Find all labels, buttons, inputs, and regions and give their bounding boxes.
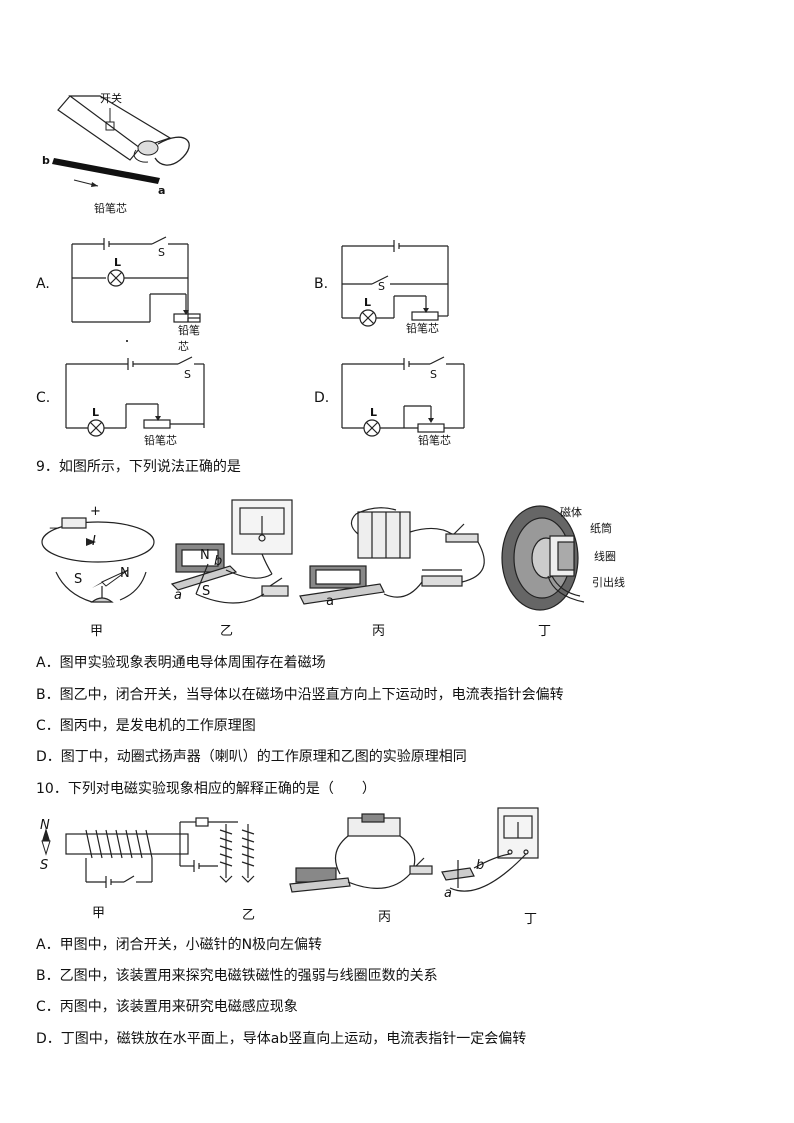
compass-needle-icon xyxy=(41,828,51,856)
circuit-diagram xyxy=(341,240,449,327)
q10-jia-n: N xyxy=(40,818,50,833)
q10-option-b: B．乙图中，该装置用来探究电磁铁磁性的强弱与线圈匝数的关系 xyxy=(36,968,438,984)
question-9-stem: 9．如图所示，下列说法正确的是 xyxy=(36,459,241,475)
option-b-circuit: B. S L 铅笔芯 xyxy=(314,238,484,338)
q9-fig-bing xyxy=(299,507,485,605)
yi-n-pole: N xyxy=(200,548,210,563)
option-c-circuit: C. S L 铅笔芯 xyxy=(36,352,216,452)
q10-ding-a: a xyxy=(444,886,452,901)
q9-option-b: B．图乙中，闭合开关，当导体以在磁场中沿竖直方向上下运动时，电流表指针会偏转 xyxy=(36,687,564,703)
q10-option-c: C．丙图中，该装置用来研究电磁感应现象 xyxy=(36,999,298,1015)
q9-fig-ding xyxy=(501,505,585,611)
q10-jia-s: S xyxy=(40,858,49,873)
stray-mark xyxy=(126,340,128,342)
caption-jia: 甲 xyxy=(90,624,104,639)
jia-s-pole: S xyxy=(74,572,83,587)
ding-magnet-label: 磁体 xyxy=(560,506,582,519)
pencil-core-figure: 开关 b a 铅笔芯 xyxy=(40,88,220,218)
core-label: 铅笔芯 xyxy=(144,434,177,447)
question-10-stem: 10．下列对电磁实验现象相应的解释正确的是（ ） xyxy=(36,781,376,797)
switch-label: S xyxy=(430,368,437,381)
q9-option-d: D．图丁中，动圈式扬声器（喇叭）的工作原理和乙图的实验原理相同 xyxy=(36,749,467,765)
lamp-label: L xyxy=(114,256,122,269)
q10-fig-ding xyxy=(441,807,539,892)
switch-label: S xyxy=(158,246,165,259)
q9-fig-jia xyxy=(41,517,155,603)
end-a-label: a xyxy=(158,184,166,197)
option-letter: D. xyxy=(314,390,330,406)
q10-ding-b: b xyxy=(476,858,485,873)
end-b-label: b xyxy=(42,154,50,167)
q10-caption-ding: 丁 xyxy=(524,912,538,927)
switch-label: 开关 xyxy=(100,92,122,105)
q10-option-d: D．丁图中，磁铁放在水平面上，导体ab竖直向上运动，电流表指针一定会偏转 xyxy=(36,1031,527,1047)
q9-option-a: A．图甲实验现象表明通电导体周围存在着磁场 xyxy=(36,655,326,671)
lamp-label: L xyxy=(92,406,100,419)
core-label: 铅笔芯 xyxy=(418,434,451,447)
q9-figures: － + I S N 甲 N b a S 乙 a 丙 xyxy=(36,494,656,644)
switch-label: S xyxy=(378,280,385,293)
yi-b-end: b xyxy=(214,554,223,569)
circuit-diagram xyxy=(71,236,201,323)
jia-current: I xyxy=(92,534,96,549)
circuit-diagram xyxy=(65,356,205,437)
q10-fig-bing xyxy=(289,813,433,893)
q10-fig-yi xyxy=(179,817,255,883)
jia-n-pole: N xyxy=(120,566,130,581)
option-letter: C. xyxy=(36,390,51,406)
option-letter: A. xyxy=(36,276,50,292)
ding-lead-label: 引出线 xyxy=(592,576,625,589)
caption-bing: 丙 xyxy=(372,624,386,639)
yi-a-end: a xyxy=(174,588,182,603)
option-d-circuit: D. S L 铅笔芯 xyxy=(314,352,494,452)
q10-caption-bing: 丙 xyxy=(378,910,392,925)
core-label: 铅笔芯 xyxy=(178,324,200,353)
q10-option-a: A．甲图中，闭合开关，小磁针的N极向左偏转 xyxy=(36,937,323,953)
bing-a-end: a xyxy=(326,594,334,609)
pencil-core-drawing xyxy=(52,95,190,187)
q9-fig-yi xyxy=(170,499,293,604)
ding-coil-label: 线圈 xyxy=(594,550,616,563)
q9-option-c: C．图丙中，是发电机的工作原理图 xyxy=(36,718,256,734)
q10-fig-jia xyxy=(65,829,189,888)
q10-caption-jia: 甲 xyxy=(92,906,106,921)
jia-minus: － xyxy=(48,522,62,537)
yi-s-pole: S xyxy=(202,584,211,599)
core-label: 铅笔芯 xyxy=(94,202,127,215)
caption-ding: 丁 xyxy=(538,624,552,639)
option-letter: B. xyxy=(314,276,329,292)
option-a-circuit: A. L S 铅笔芯 xyxy=(36,232,206,353)
lamp-label: L xyxy=(364,296,372,309)
core-label: 铅笔芯 xyxy=(406,322,439,335)
circuit-diagram xyxy=(341,356,465,437)
q10-caption-yi: 乙 xyxy=(242,908,256,923)
lamp-label: L xyxy=(370,406,378,419)
jia-plus: + xyxy=(90,504,101,519)
ding-cone-label: 纸筒 xyxy=(590,522,612,535)
caption-yi: 乙 xyxy=(220,624,234,639)
q10-figures: N S 甲 乙 丙 b a 丁 xyxy=(36,806,556,930)
switch-label: S xyxy=(184,368,191,381)
